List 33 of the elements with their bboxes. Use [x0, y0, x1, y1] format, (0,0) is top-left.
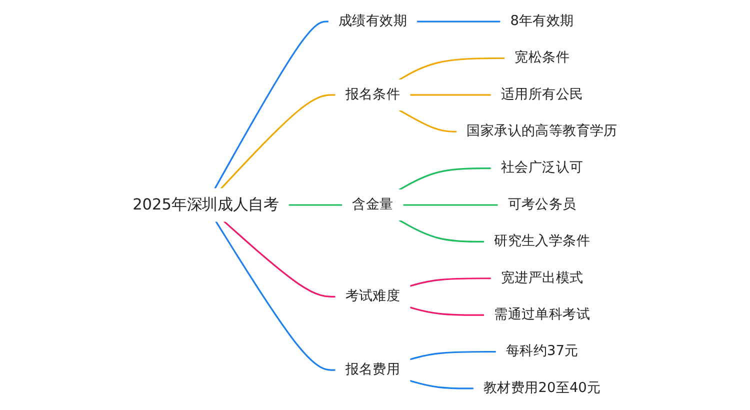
- node-text: 社会广泛认可: [500, 160, 584, 176]
- connector: [410, 350, 496, 360]
- connector: [223, 220, 336, 298]
- node-text: 报名条件: [345, 86, 400, 102]
- connector: [214, 20, 329, 190]
- connector: [288, 204, 342, 206]
- node-text: 8年有效期: [510, 12, 574, 30]
- node-text: 宽进严出模式: [500, 270, 584, 286]
- node-text: 研究生入学条件: [494, 233, 590, 250]
- node-text: 可考公务员: [508, 196, 576, 212]
- node-text: 适用所有公民: [500, 86, 584, 102]
- connector: [215, 220, 336, 371]
- connector: [398, 219, 484, 242]
- connector: [410, 278, 492, 287]
- connector: [398, 109, 457, 132]
- connector: [410, 380, 474, 390]
- node-text: 每科约37元: [506, 343, 578, 360]
- node-text: 宽松条件: [514, 50, 570, 66]
- node-text: 2025年深圳成人自考: [132, 196, 279, 214]
- node-text: 考试难度: [345, 288, 400, 304]
- connector: [410, 306, 484, 316]
- node-text: 需通过单科考试: [494, 306, 590, 323]
- connector: [398, 168, 492, 191]
- node-text: 成绩有效期: [338, 12, 407, 30]
- connector: [410, 94, 492, 96]
- node-text: 国家承认的高等教育学历: [466, 122, 618, 140]
- connector: [398, 57, 505, 81]
- connector: [402, 204, 498, 206]
- node-text: 含金量: [352, 196, 394, 212]
- node-text: 报名费用: [345, 361, 400, 378]
- connector: [220, 94, 336, 190]
- connector: [416, 20, 501, 22]
- node-text: 教材费用20至40元: [483, 380, 601, 396]
